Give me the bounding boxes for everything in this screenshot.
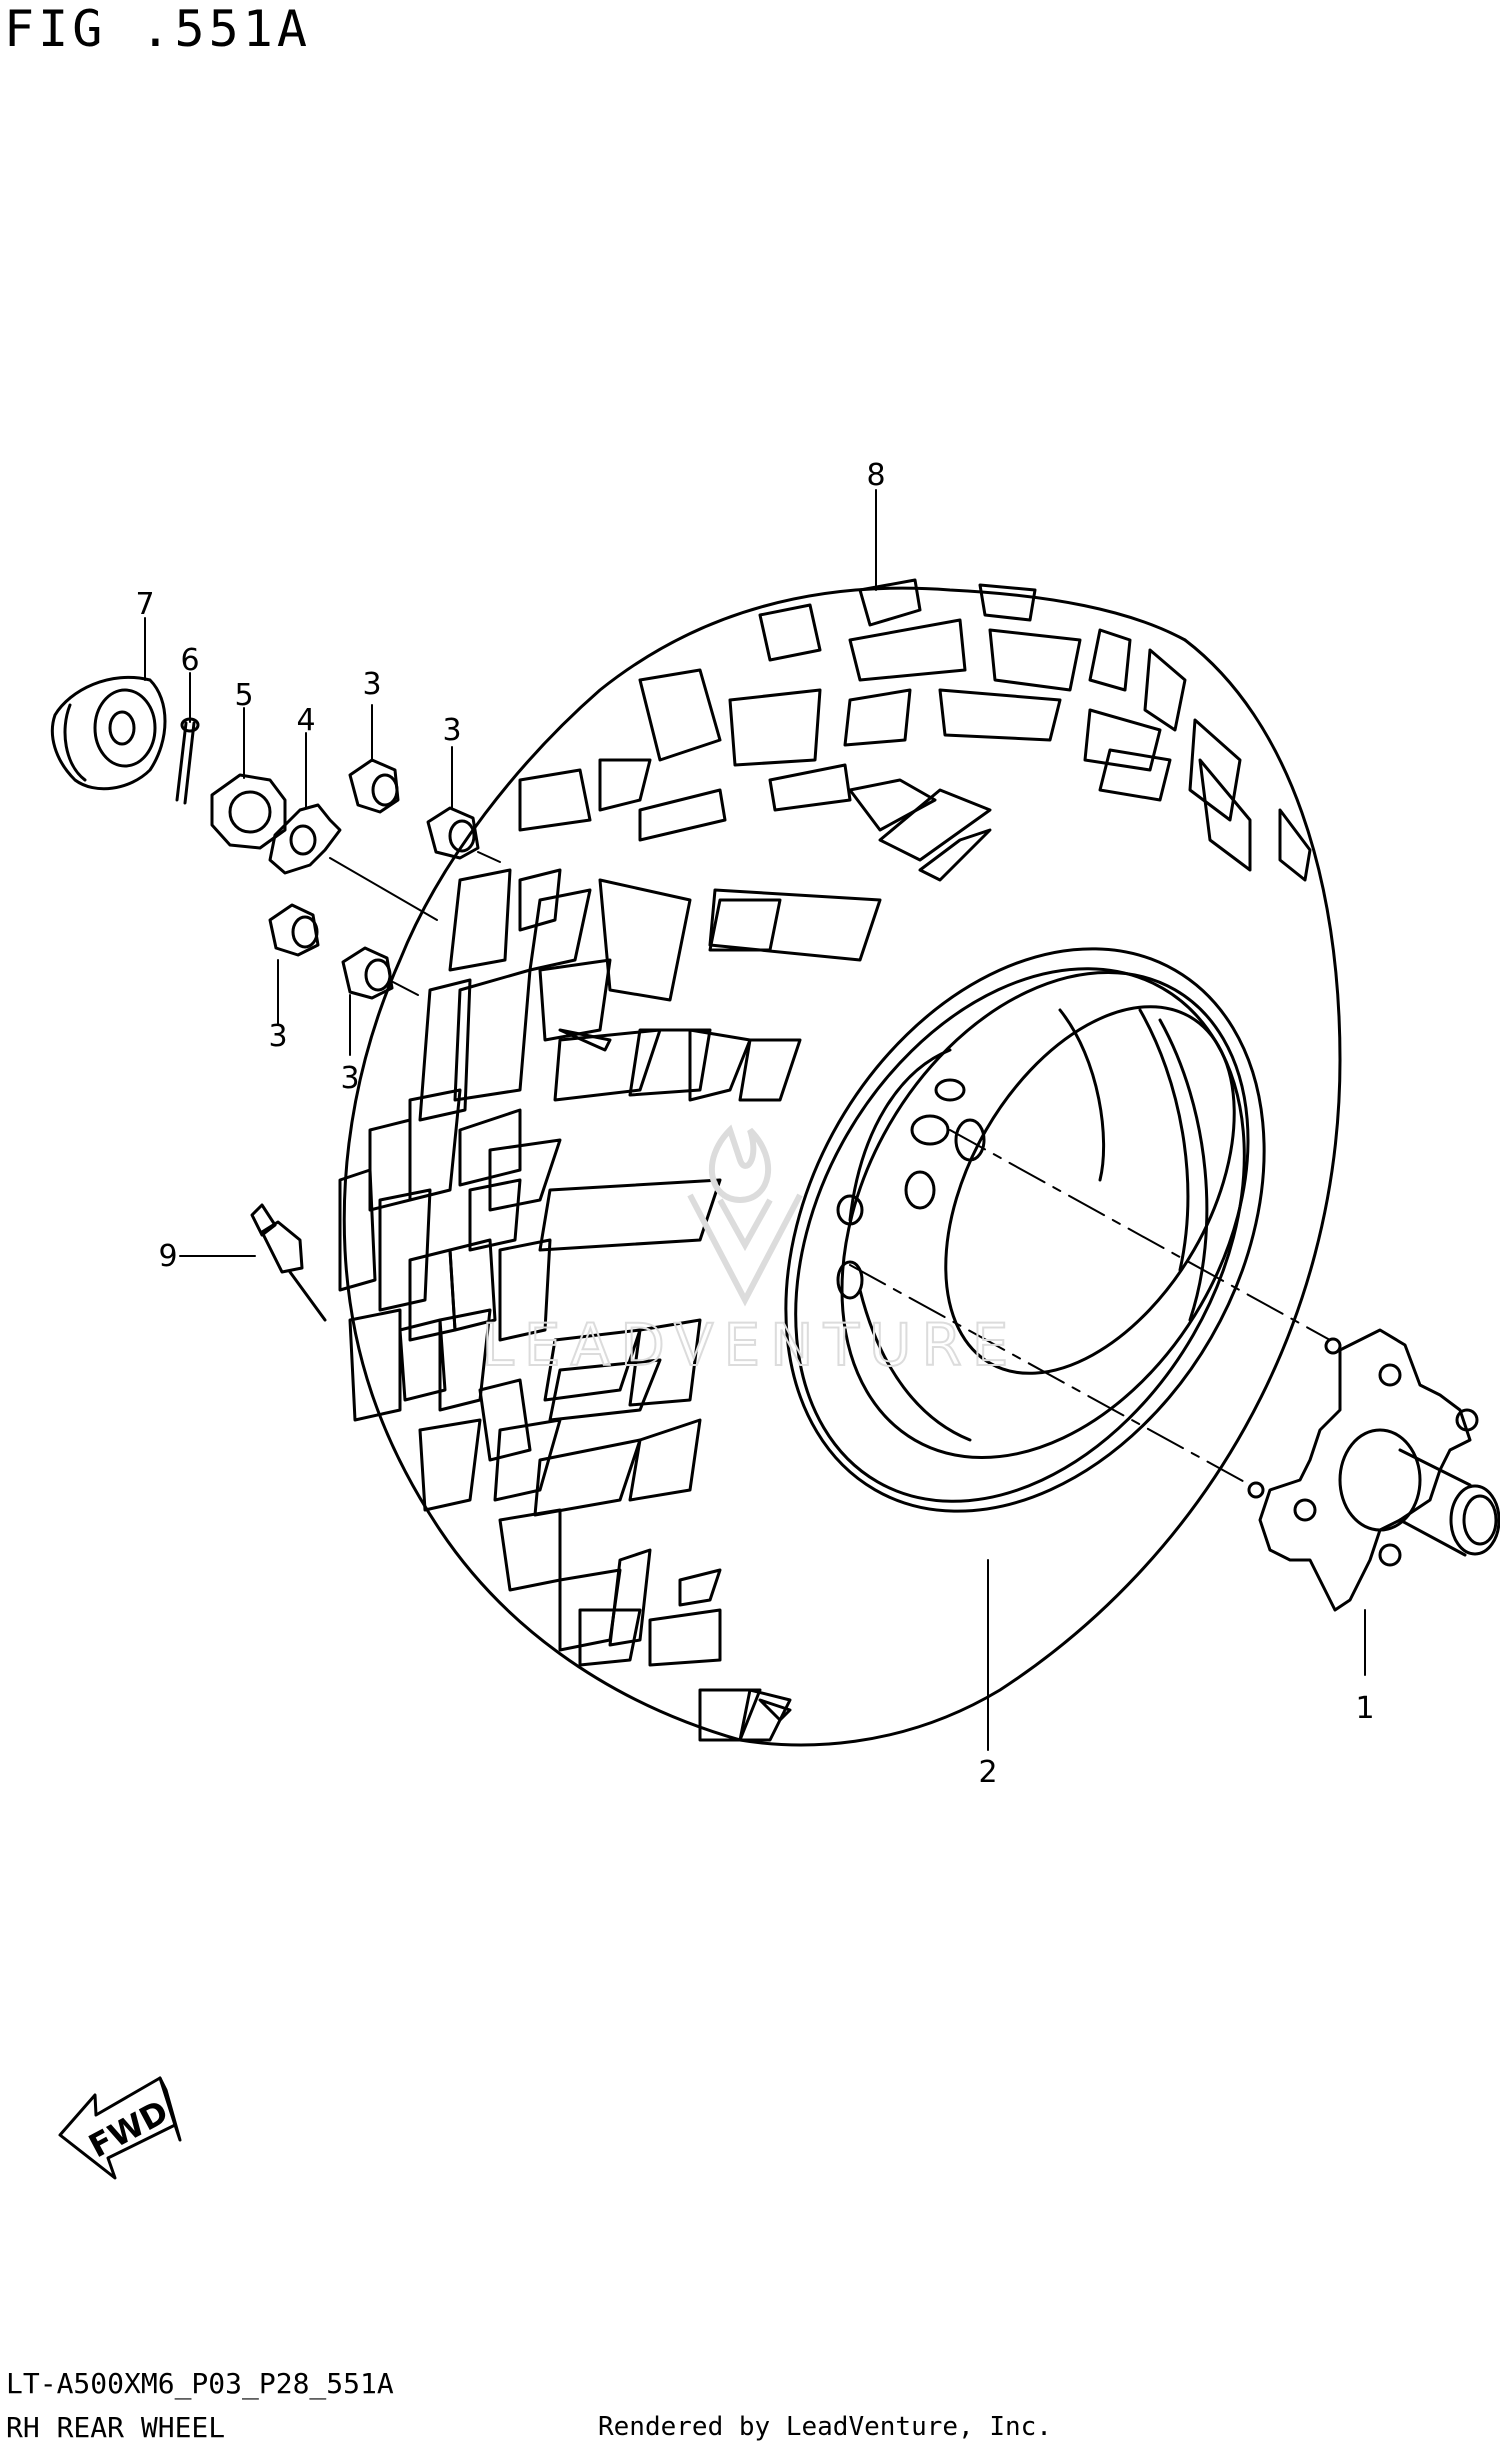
callout-valve: 9 [158, 1239, 177, 1274]
callout-labels: 1 2 3 3 3 3 4 5 6 7 8 9 [135, 458, 1374, 1790]
watermark [687, 1124, 803, 1307]
nut-b [426, 806, 480, 860]
cotter-pin [175, 717, 200, 805]
callout-lock-washer: 4 [296, 703, 315, 738]
callout-nut-b: 3 [442, 713, 461, 748]
callout-cotter-pin: 6 [180, 643, 199, 678]
callout-tire: 8 [866, 458, 885, 493]
callout-hub: 1 [1355, 1691, 1374, 1726]
callout-nut-d: 3 [340, 1061, 359, 1096]
valve [250, 1203, 327, 1322]
nut-c [268, 903, 320, 957]
diagram-code: LT-A500XM6_P03_P28_551A [6, 2367, 394, 2400]
nut-a [348, 758, 400, 814]
callout-nut-a: 3 [362, 667, 381, 702]
tire [338, 578, 1342, 1747]
render-credit: Rendered by LeadVenture, Inc. [598, 2412, 1052, 2442]
diagram-caption: RH REAR WHEEL [6, 2411, 226, 2444]
nut-d [341, 946, 394, 1000]
wheel-rim [784, 947, 1266, 1513]
lock-washer [268, 803, 342, 875]
callout-wheel-rim: 2 [978, 1755, 997, 1790]
hub-cap [50, 675, 167, 791]
hub [1247, 1328, 1500, 1612]
callout-nut-c: 3 [268, 1019, 287, 1054]
leader-lines [144, 489, 1366, 1751]
callout-hub-cap: 7 [135, 587, 154, 622]
callout-castle-nut: 5 [234, 678, 253, 713]
castle-nut [210, 773, 287, 850]
fwd-arrow [58, 2076, 182, 2180]
watermark-text: LEADVENTURE [482, 1311, 1019, 1379]
figure-title: FIG .551A [4, 0, 311, 58]
